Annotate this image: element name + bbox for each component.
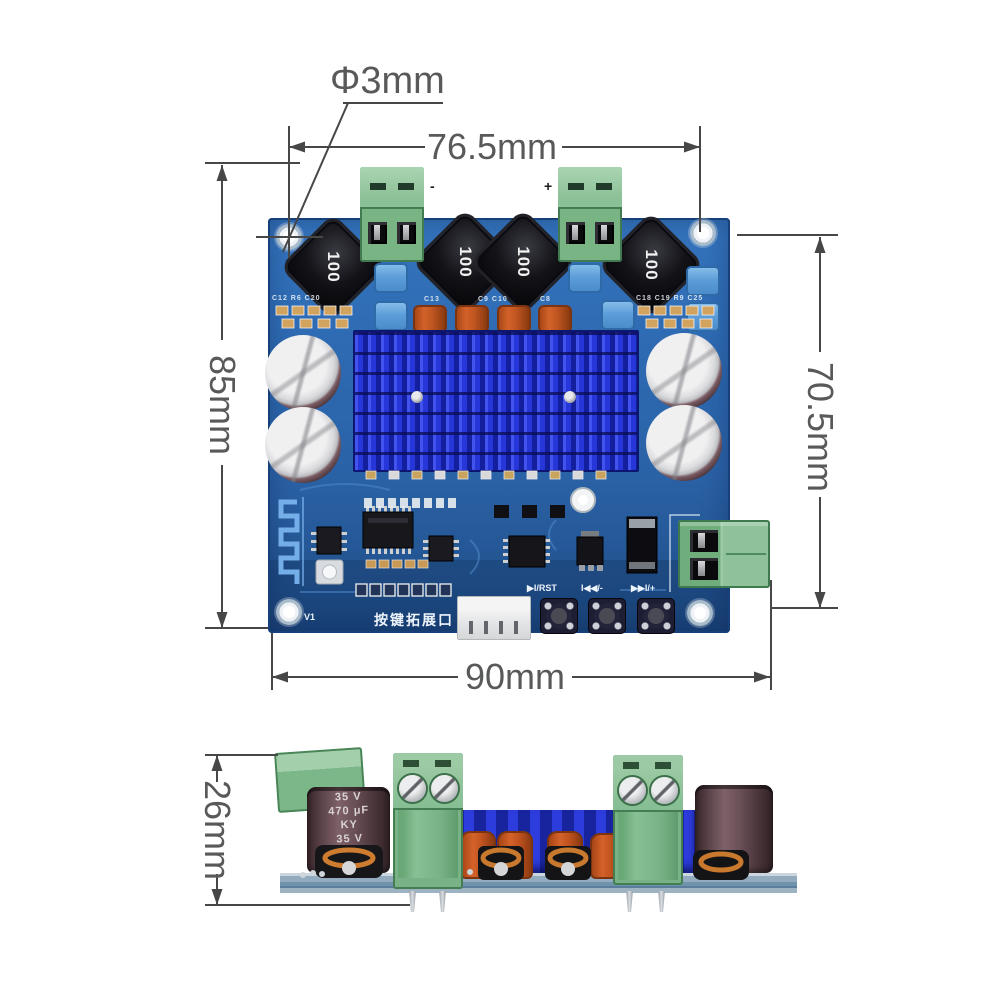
inductor-3-label: 100	[514, 246, 533, 278]
heatsink-screw-right	[564, 391, 576, 403]
pcb-side-view	[280, 873, 797, 893]
terminal-wire-window	[595, 222, 614, 244]
terminal-lower-body	[398, 810, 458, 878]
film-cap-blue	[601, 300, 635, 330]
terminal-block-speaker-left	[360, 167, 424, 262]
button-play-rst	[540, 598, 578, 634]
terminal-screw	[399, 775, 426, 802]
terminal-slot	[398, 183, 414, 190]
connector-pins	[464, 621, 524, 634]
terminal-slot	[596, 183, 612, 190]
terminal-block-speaker-right	[558, 167, 622, 262]
terminal-wire-window	[566, 222, 585, 244]
terminal-wire-window	[368, 222, 387, 244]
terminal-seam	[726, 553, 766, 555]
orange-cap-side	[460, 831, 496, 879]
terminal-wire-window	[397, 222, 416, 244]
mounting-hole-bottom-right	[687, 600, 713, 626]
terminal-screw	[651, 777, 678, 804]
film-cap-blue	[374, 301, 408, 331]
orange-cap-side	[547, 831, 583, 879]
header-pin	[409, 891, 416, 912]
terminal-slot	[568, 183, 584, 190]
electrolytic-cap-side-left	[307, 787, 390, 873]
orange-cap	[538, 305, 572, 333]
orange-cap	[413, 305, 447, 333]
terminal-lower-body	[618, 812, 678, 880]
header-pin	[439, 891, 446, 912]
electrolytic-cap-side-right	[695, 785, 773, 873]
button-prev	[588, 598, 626, 634]
film-cap-blue	[686, 266, 720, 296]
orange-cap	[455, 305, 489, 333]
electrolytic-cap	[646, 405, 722, 481]
mounting-hole-bottom-left	[276, 599, 302, 625]
terminal-slot	[655, 762, 671, 769]
terminal-block-side-1	[393, 753, 463, 889]
button-next	[637, 598, 675, 634]
terminal-screw	[431, 775, 458, 802]
electrolytic-cap	[265, 407, 341, 483]
electrolytic-cap	[646, 333, 722, 409]
terminal-screw	[619, 777, 646, 804]
inductor-4-label: 100	[642, 249, 661, 281]
terminal-slot	[370, 183, 386, 190]
terminal-block-power	[678, 520, 770, 588]
terminal-block-side-2	[613, 755, 683, 885]
film-cap-blue	[374, 263, 408, 293]
header-pin	[658, 891, 665, 912]
terminal-wire-window	[690, 558, 718, 580]
electrolytic-cap	[265, 335, 341, 411]
terminal-slot	[403, 760, 419, 767]
heatsink-screw-left	[411, 391, 423, 403]
film-cap-blue	[686, 302, 720, 332]
film-cap-blue	[568, 263, 602, 293]
terminal-wire-window	[690, 530, 718, 552]
orange-cap	[497, 305, 531, 333]
inductor-1-label: 100	[324, 251, 343, 283]
terminal-slot	[435, 760, 451, 767]
keypad-expansion-connector	[457, 596, 531, 640]
orange-cap-side	[497, 831, 533, 879]
mounting-hole-top-right	[690, 220, 716, 246]
heatsink	[353, 330, 639, 472]
terminal-slot	[623, 762, 639, 769]
header-pin	[626, 891, 633, 912]
